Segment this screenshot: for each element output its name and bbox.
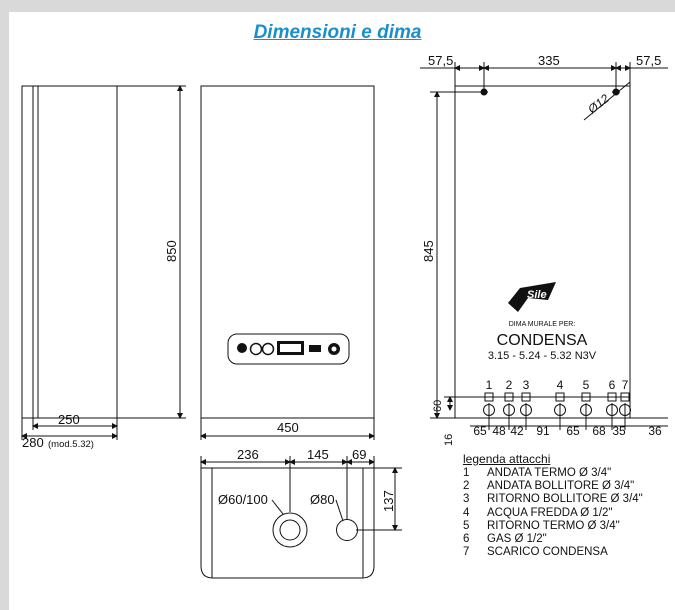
legend-item-label: ANDATA TERMO Ø 3/4" [487, 467, 612, 479]
template-top-dim-mid: 335 [538, 53, 560, 68]
connection-number: 4 [557, 378, 564, 392]
fitting-block [484, 392, 494, 402]
legend-item: 1 ANDATA TERMO Ø 3/4" [463, 467, 643, 480]
fitting-block [521, 392, 531, 402]
spacing-dimension: 68 [592, 424, 606, 438]
template-variants: 3.15 - 5.24 - 5.32 N3V [488, 350, 597, 362]
mounting-template [420, 62, 668, 419]
spacing-dimension: 48 [492, 424, 506, 438]
template-hole-dia: Ø12 [584, 91, 612, 117]
connection-number: 7 [622, 378, 629, 392]
spacing-dimensions: 65 48 42 91 65 68 35 36 [473, 424, 662, 438]
legend-item-label: GAS Ø 1/2" [487, 532, 547, 545]
connection-number: 2 [506, 378, 513, 392]
bottom-view [200, 456, 402, 579]
legend-item: 7 SCARICO CONDENSA [463, 546, 643, 559]
template-vdim-16: 16 [443, 434, 455, 446]
legend-item-number: 6 [463, 532, 470, 545]
legend-item-label: SCARICO CONDENSA [487, 546, 608, 559]
template-caption: DIMA MURALE PER: [509, 321, 576, 328]
connections-legend: legenda attacchi 1 ANDATA TERMO Ø 3/4" 2 AN… [463, 452, 643, 559]
legend-item-number: 5 [463, 519, 470, 532]
flue-hole-large [272, 512, 308, 548]
hole-right-label: Ø80 [310, 492, 335, 507]
front-view [200, 85, 375, 440]
side-depth-alt-note: (mod.5.32) [48, 439, 94, 450]
front-width-label: 450 [277, 420, 299, 435]
legend-item: 4 ACQUA FREDDA Ø 1/2" [463, 507, 643, 520]
front-view-outline [200, 85, 375, 419]
legend-item-label: ANDATA BOLLITORE Ø 3/4" [487, 480, 635, 493]
flue-hole-small [336, 519, 358, 541]
legend-list: 1 ANDATA TERMO Ø 3/4" 2 ANDATA BOLLITORE Ø … [463, 467, 643, 559]
template-outline [454, 85, 631, 419]
legend-item: 5 RITORNO TERMO Ø 3/4" [463, 520, 643, 533]
legend-item-label: RITORNO BOLLITORE Ø 3/4" [487, 493, 643, 506]
template-top-dim-left: 57,5 [428, 53, 453, 68]
side-depth-label: 250 [58, 412, 80, 427]
fitting-block [555, 392, 565, 402]
legend-item-label: RITORNO TERMO Ø 3/4" [487, 519, 620, 532]
legend-item: 2 ANDATA BOLLITORE Ø 3/4" [463, 480, 643, 493]
bottom-dim-69: 69 [352, 447, 366, 462]
spacing-dimension: 35 [612, 424, 626, 438]
legend-item-number: 3 [463, 493, 470, 506]
template-top-dim-right: 57,5 [636, 53, 661, 68]
left-bar [0, 0, 9, 610]
template-vdim-60: 60 [432, 400, 444, 412]
top-bar [0, 0, 675, 12]
connection-number: 1 [486, 378, 493, 392]
spacing-dimension: 65 [566, 424, 580, 438]
legend-item-label: ACQUA FREDDA Ø 1/2" [487, 506, 613, 519]
bottom-dim-137: 137 [381, 490, 396, 512]
spacing-dimension: 36 [648, 424, 662, 438]
connection-number: 3 [523, 378, 530, 392]
fitting-block [607, 392, 617, 402]
connection-number: 6 [609, 378, 616, 392]
legend-title: legenda attacchi [463, 452, 551, 466]
brand-logo: Sile [508, 282, 556, 312]
fitting-block [504, 392, 514, 402]
fitting-block [581, 392, 591, 402]
connection-number: 5 [583, 378, 590, 392]
template-height-label: 845 [421, 240, 436, 262]
spacing-dimension: 65 [473, 424, 487, 438]
fitting-block [620, 392, 630, 402]
side-height-label: 850 [164, 240, 179, 262]
legend-item-number: 2 [463, 480, 470, 493]
bottom-dim-145: 145 [307, 447, 329, 462]
spacing-dimension: 42 [510, 424, 524, 438]
legend-item-number: 1 [463, 467, 470, 479]
side-view [21, 85, 186, 440]
bottom-dim-236: 236 [237, 447, 259, 462]
legend-item-number: 7 [463, 546, 470, 559]
legend-item: 6 GAS Ø 1/2" [463, 533, 643, 546]
template-model: CONDENSA [497, 332, 588, 349]
hole-dia-leader [583, 81, 631, 121]
page-title: Dimensioni e dima [253, 22, 422, 43]
legend-item: 3 RITORNO BOLLITORE Ø 3/4" [463, 493, 643, 506]
legend-item-number: 4 [463, 506, 470, 519]
bottom-view-outline [200, 467, 375, 579]
hole-left-label: Ø60/100 [218, 492, 268, 507]
spacing-dimension: 91 [536, 424, 550, 438]
brand-logo-text: Sile [527, 289, 547, 301]
side-depth-alt-label: 280 [22, 435, 44, 450]
side-view-outline [21, 85, 118, 419]
brand-logo-shape [508, 282, 556, 312]
control-panel [227, 333, 350, 365]
